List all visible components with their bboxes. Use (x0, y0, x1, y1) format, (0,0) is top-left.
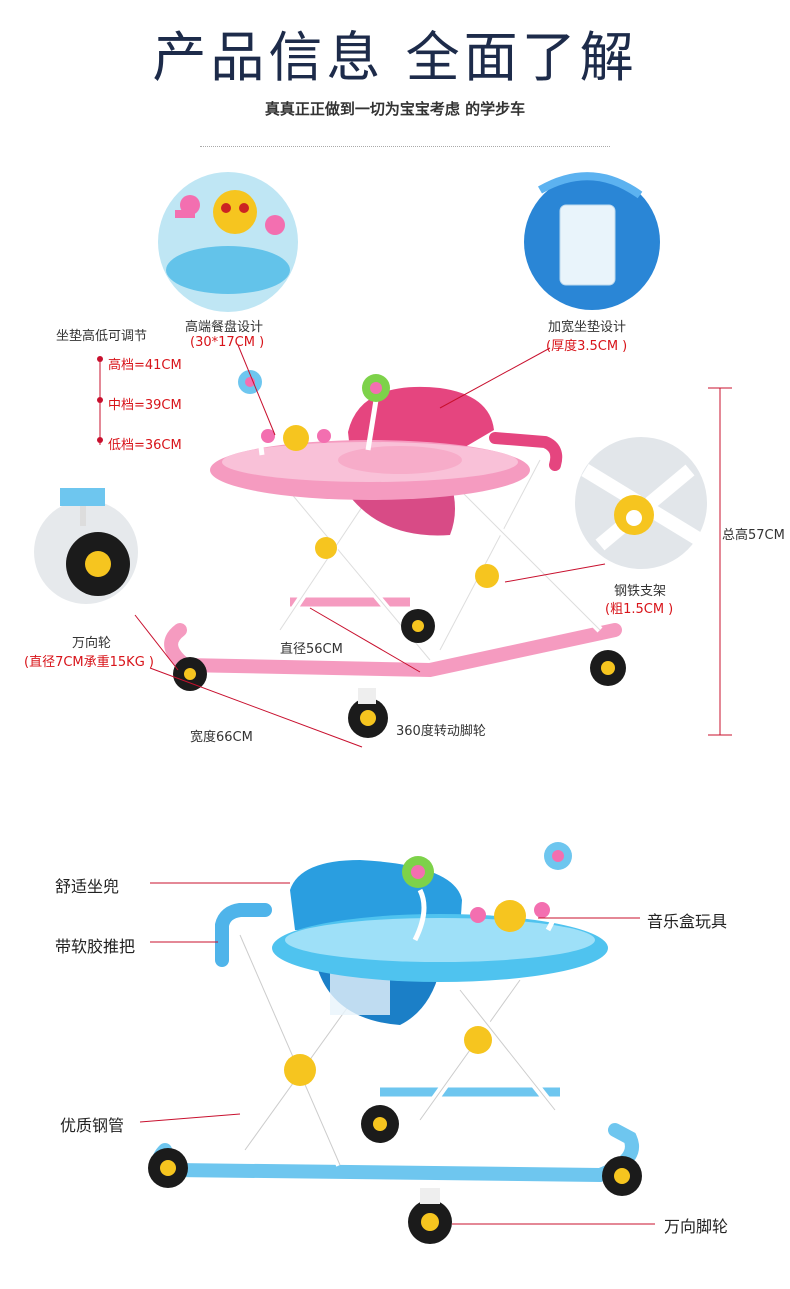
tray-size: (30*17CM ) (190, 335, 265, 350)
blue-walker-illustration (139, 842, 655, 1244)
handle-label: 带软胶推把 (55, 937, 136, 956)
page-subtitle: 真真正正做到一切为宝宝考虑 的学步车 (264, 100, 526, 118)
caster-label: 万向脚轮 (664, 1217, 729, 1236)
wheel-label: 万向轮 (72, 636, 112, 651)
cushion-label: 加宽坐垫设计 (548, 320, 627, 335)
divider (200, 146, 610, 147)
tray-detail-circle (158, 172, 298, 312)
music-toy-label: 音乐盒玩具 (647, 912, 728, 931)
pink-walker-illustration (34, 172, 732, 748)
steel-size: (粗1.5CM ) (605, 602, 674, 617)
seat-height-title: 坐垫高低可调节 (56, 329, 148, 344)
pink-walker (164, 370, 626, 738)
wheel-detail-circle (34, 488, 138, 604)
width-label: 宽度66CM (190, 730, 253, 745)
height-mid: 中档=39CM (108, 398, 182, 413)
wheel-size: (直径7CM承重15KG ) (24, 655, 154, 670)
cushion-detail-circle (524, 172, 660, 310)
steel-label: 钢铁支架 (614, 584, 667, 599)
page-title: 产品信息 全面了解 (152, 26, 638, 89)
height-high: 高档=41CM (108, 358, 182, 373)
tray-label: 高端餐盘设计 (185, 320, 264, 335)
rotate-wheel-label: 360度转动脚轮 (396, 724, 486, 739)
annotation-lines (99, 344, 732, 748)
diameter-label: 直径56CM (280, 642, 343, 657)
height-low: 低档=36CM (108, 438, 182, 453)
steel-tube-label: 优质钢管 (60, 1116, 125, 1135)
cushion-size: (厚度3.5CM ) (546, 339, 628, 354)
total-height: 总高57CM (722, 528, 785, 543)
steel-joint-detail-circle (575, 437, 707, 569)
seat-label: 舒适坐兜 (55, 877, 120, 896)
